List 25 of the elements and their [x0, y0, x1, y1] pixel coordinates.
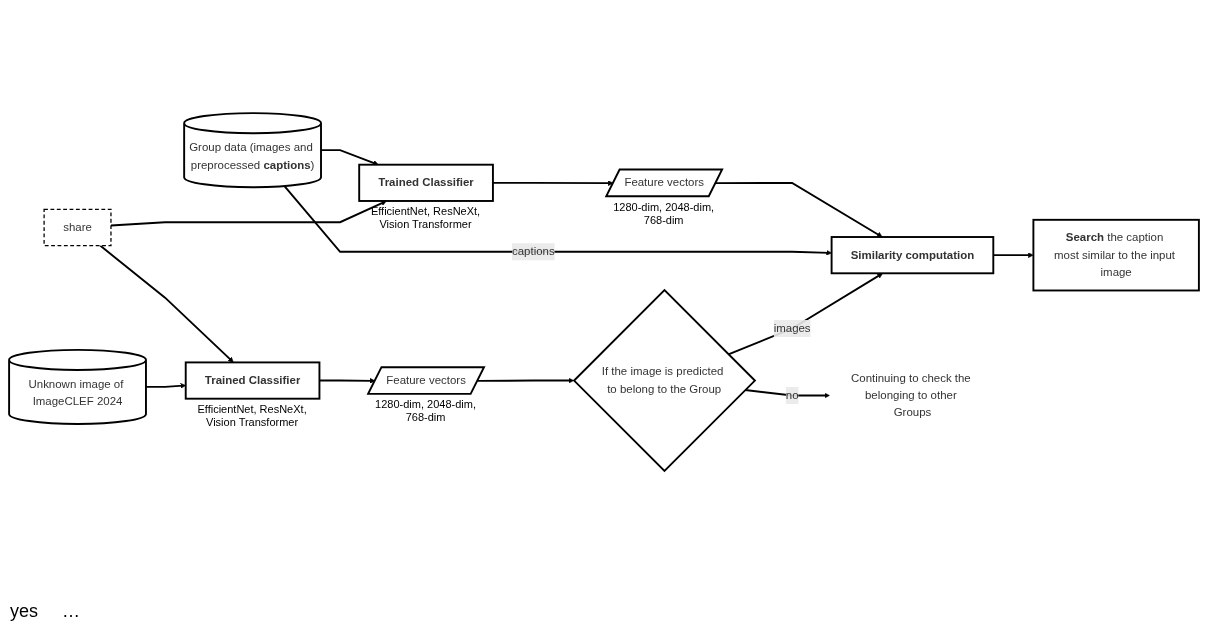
arrow: [743, 389, 830, 399]
arrow: [283, 185, 832, 257]
arrow: [98, 245, 234, 364]
arrow: [318, 378, 375, 385]
arrow: [144, 383, 186, 390]
arrow: [319, 149, 379, 166]
annotation-text: 1280-dim, 2048-dim, 768-dim: [612, 200, 716, 227]
node-text: Continuing to check the belonging to other Groups: [850, 372, 971, 420]
note-text: …: [62, 601, 80, 622]
edge-label: images: [773, 322, 811, 336]
node-box: Trained Classifier: [357, 164, 494, 203]
node-box: Similarity computation: [830, 236, 994, 275]
arrow: [727, 273, 883, 356]
arrow: [714, 182, 882, 238]
annotation-text: EfficientNet, ResNeXt, Vision Transformer: [196, 403, 308, 430]
node-box: share: [42, 209, 112, 247]
edge-label: captions: [511, 245, 555, 259]
annotation-text: 1280-dim, 2048-dim, 768-dim: [374, 398, 477, 425]
arrow: [476, 378, 574, 384]
edge-label: no: [785, 389, 799, 403]
note-text: yes: [10, 601, 38, 622]
node-box: Search the caption most similar to the input image: [1031, 219, 1200, 292]
annotation-text: EfficientNet, ResNeXt, Vision Transformer: [369, 205, 482, 232]
node-box: Trained Classifier: [184, 361, 320, 401]
node-diamond: If the image is predicted to belong to the Group: [572, 289, 756, 473]
